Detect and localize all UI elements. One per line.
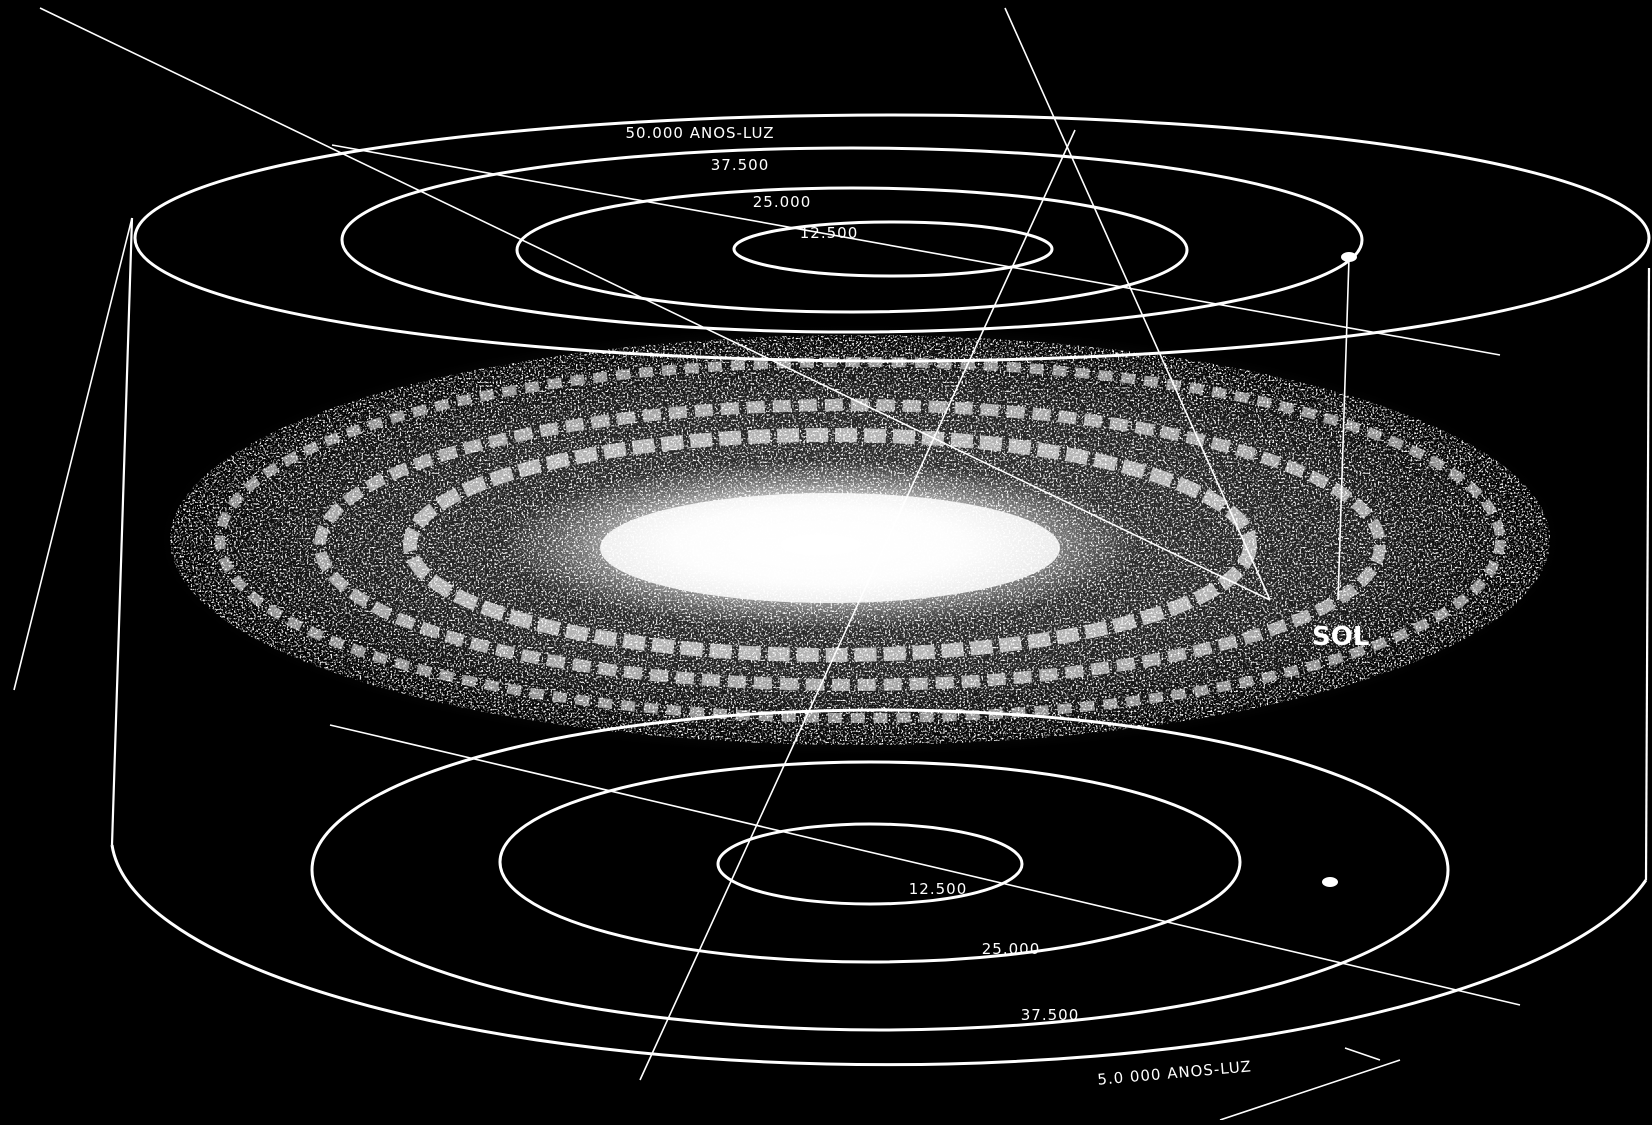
top-sun-projection-marker — [1341, 252, 1357, 262]
top-label-50000: 50.000 ANOS-LUZ — [625, 124, 774, 142]
top-ring-25000 — [515, 186, 1189, 314]
bottom-label-25000: 25.000 — [982, 940, 1041, 958]
spiral-arm-middle — [314, 399, 1386, 691]
sun-marker: SOL › — [1312, 257, 1369, 652]
top-label-37500: 37.500 — [711, 156, 770, 174]
bottom-ring-25000 — [498, 760, 1242, 964]
spiral-arm-outer — [215, 357, 1505, 723]
sun-drop-line — [1337, 257, 1350, 601]
axis-line-bottom-horizontal — [329, 724, 1521, 1006]
axis-line-bottom-tail — [1344, 1047, 1381, 1061]
top-label-12500: 12.500 — [800, 224, 859, 242]
galaxy-disk — [160, 325, 1560, 755]
spiral-arm-inner — [403, 428, 1257, 662]
cylinder-wall-left — [110, 217, 134, 846]
bottom-label-12500: 12.500 — [909, 880, 968, 898]
galaxy-bulge — [600, 493, 1060, 603]
cylinder-edge-left-outer — [13, 217, 133, 691]
bottom-label-50000: 5.0 000 ANOS-LUZ — [1097, 1057, 1253, 1088]
top-label-25000: 25.000 — [753, 193, 812, 211]
axis-line-top-horizontal — [331, 144, 1501, 356]
top-ring-12500 — [732, 220, 1054, 278]
top-ring-50000 — [133, 113, 1651, 363]
sun-label: SOL — [1312, 622, 1369, 652]
bottom-ring-50000 — [110, 844, 1648, 1067]
bottom-label-37500: 37.500 — [1021, 1006, 1080, 1024]
bottom-sun-projection-marker — [1322, 877, 1338, 887]
bottom-ring-37500 — [310, 708, 1450, 1032]
sun-arrow-icon: › — [1352, 621, 1361, 646]
top-disc: 50.000 ANOS-LUZ 37.500 25.000 12.500 — [133, 113, 1651, 363]
bottom-disc: 12.500 25.000 37.500 5.0 000 ANOS-LUZ — [110, 708, 1648, 1089]
bottom-ring-12500 — [716, 822, 1024, 906]
axis-line-bottom-exit — [1219, 1059, 1401, 1121]
cylinder-wall-right — [1644, 267, 1651, 881]
top-ring-37500 — [340, 146, 1364, 334]
cylinder-walls — [13, 217, 1651, 881]
